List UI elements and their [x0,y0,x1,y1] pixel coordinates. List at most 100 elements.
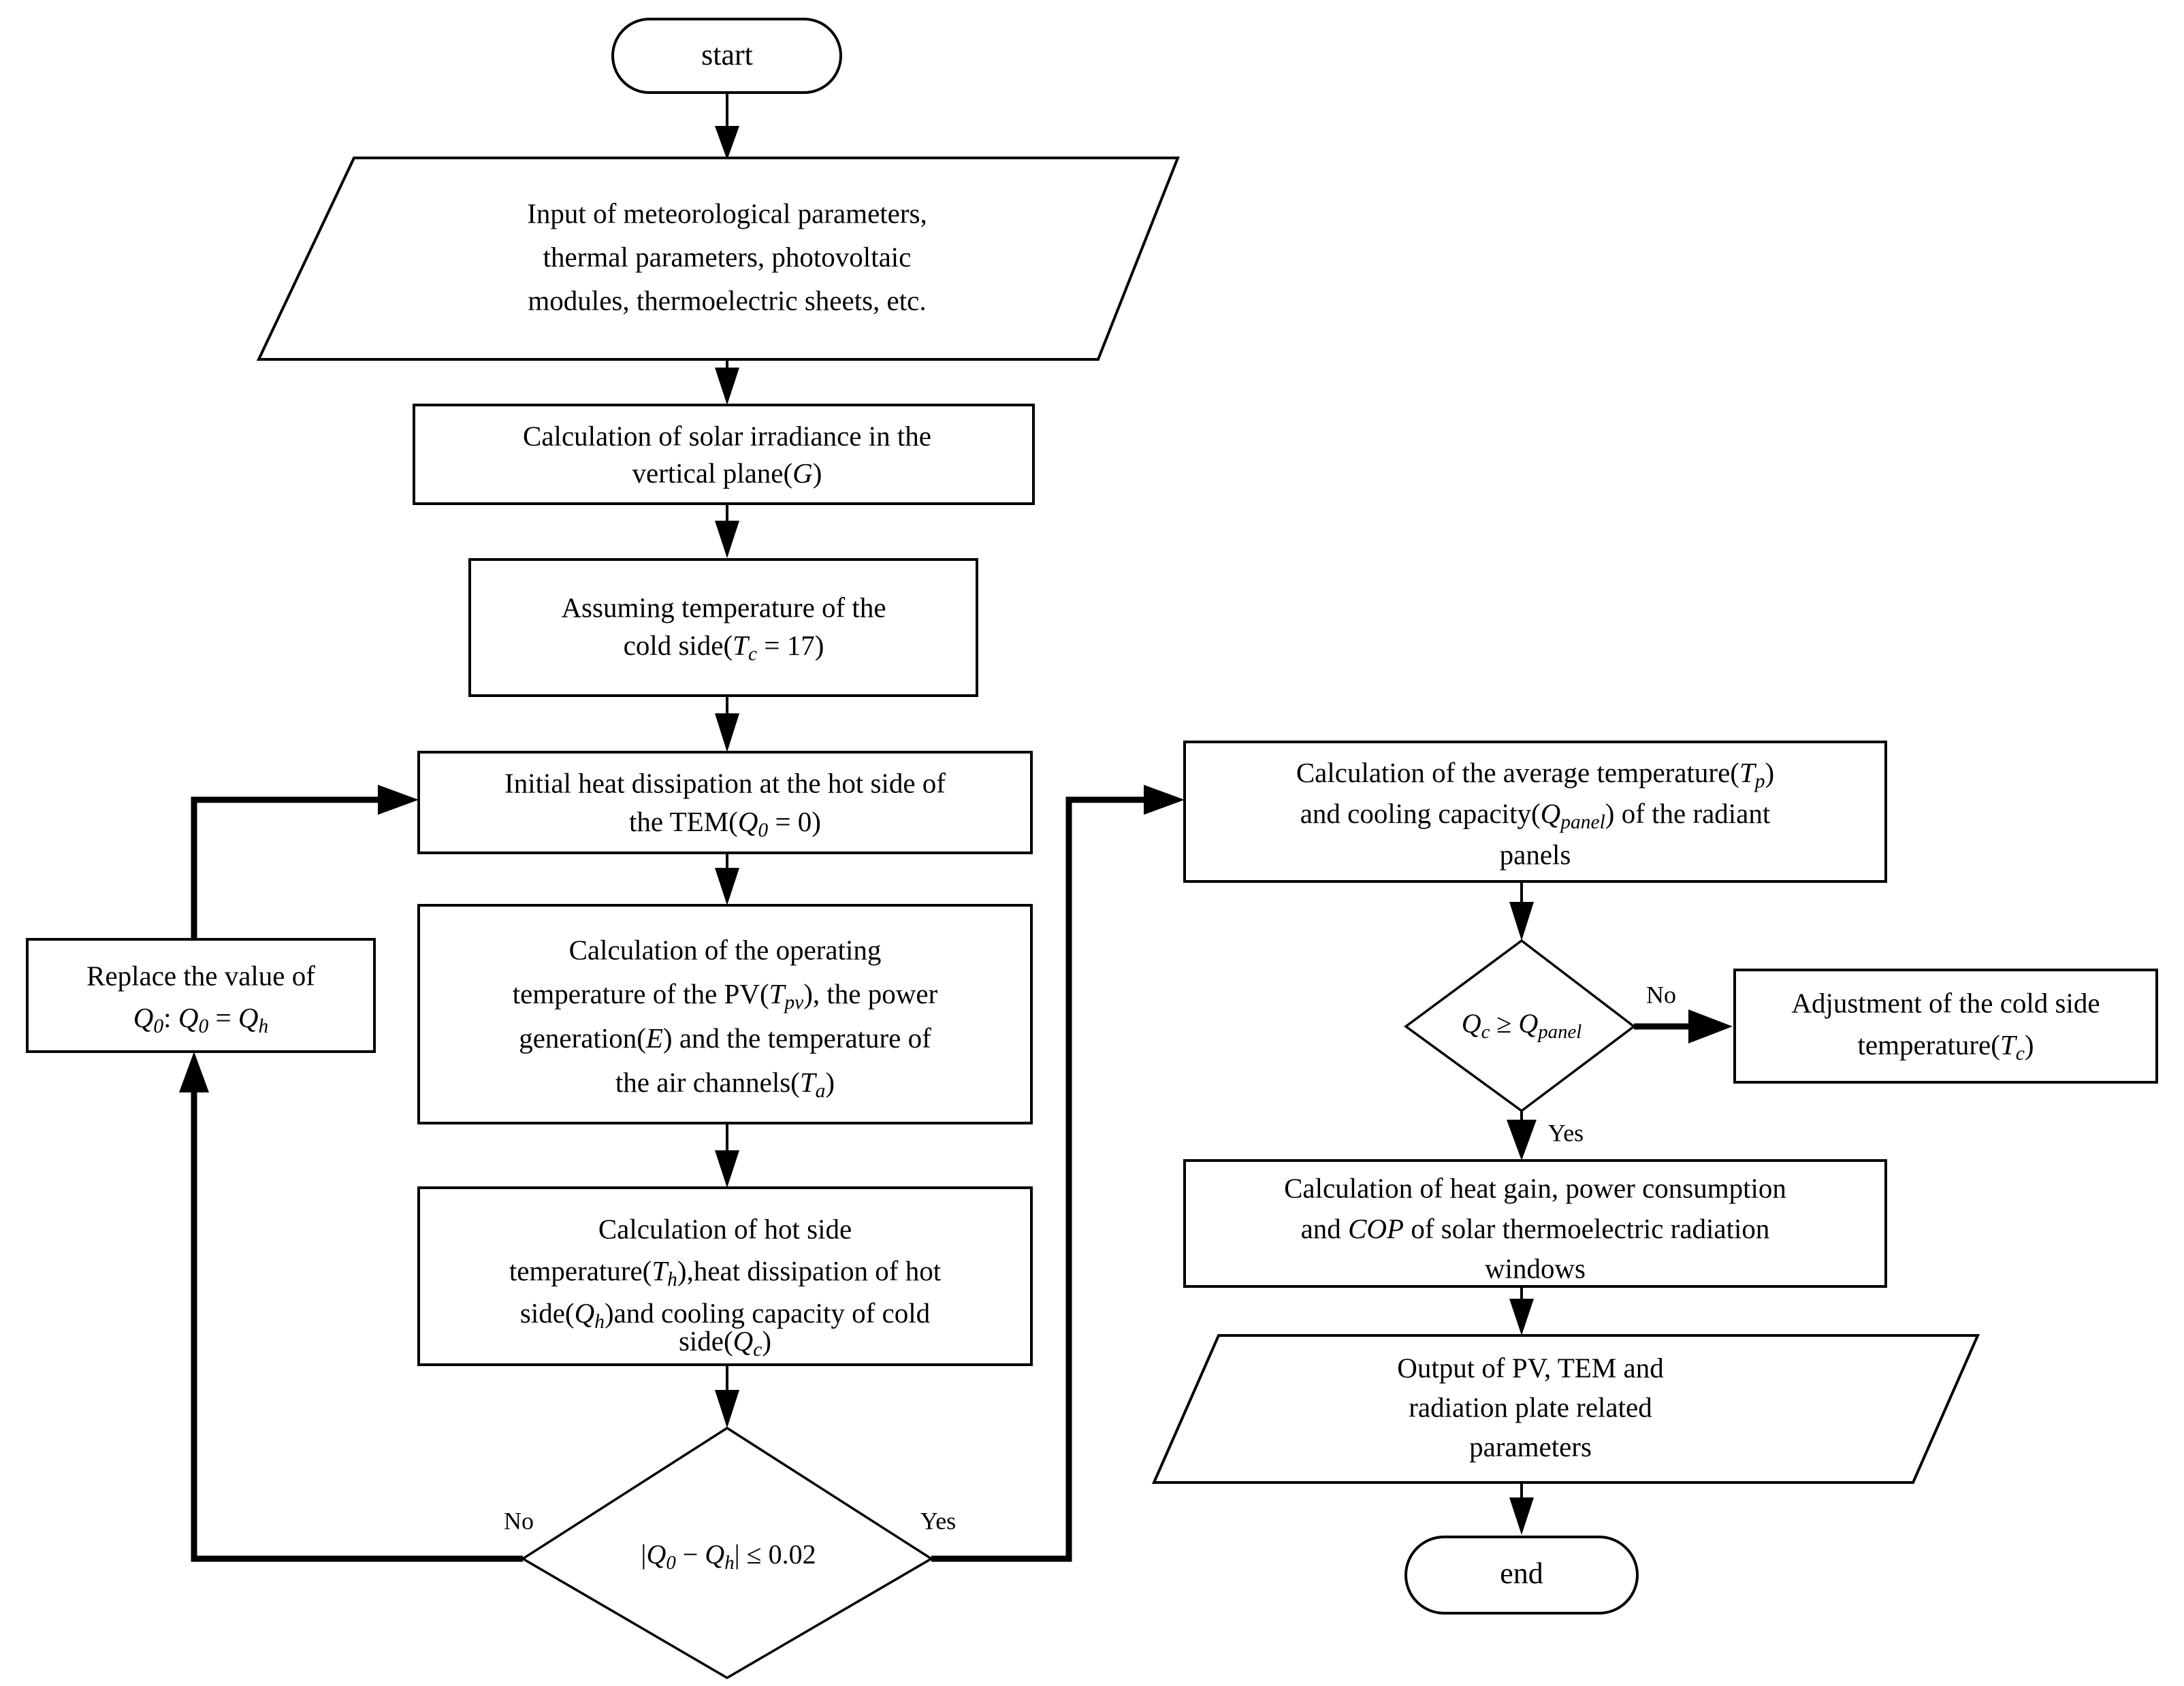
node-decision-qc[interactable]: Qc ≥ Qpanel No Yes [1404,939,1676,1146]
calc-operating-line-2: temperature of the PV(Tpv), the power [513,978,938,1013]
op-line4-var: T [800,1067,818,1098]
calc-avg-temp-shape [1183,741,1887,883]
calc-operating-shape [417,904,1033,1124]
rv-qh: Q [238,1002,259,1033]
hot-line2-b: ),heat dissipation of hot [677,1255,942,1286]
input-params-line-2: thermal parameters, photovoltaic [543,241,912,272]
decision-q-no-label: No [504,1507,534,1534]
dq-q0: Q [646,1539,666,1570]
solar-line2-var: G [792,457,813,489]
initial-line2-post: = 0) [768,806,821,837]
adjust-cold-side-line-1: Adjustment of the cold side [1791,987,2100,1018]
node-replace-value[interactable]: Replace the value of Q0: Q0 = Qh [26,938,376,1053]
assume-line2-post: = 17) [757,630,824,661]
calc-hot-side-shape [417,1186,1033,1366]
op-line2-a: temperature of the PV( [513,978,769,1009]
arrow-assume-to-initial [715,713,739,752]
dqc-qc-sub: c [1481,1021,1490,1043]
end-label: end [1500,1557,1543,1590]
replace-value-shape [26,938,376,1053]
dq-abs-open: | [641,1539,646,1570]
connectors-group [179,93,1733,1562]
edge-replace-to-initial-path [191,796,391,939]
hot-line3-var: Q [575,1297,595,1329]
calc-cop-line-1: Calculation of heat gain, power consumpt… [1284,1172,1786,1203]
rv-eq: = [208,1002,238,1033]
calc-operating-line-4: the air channels(Ta) [615,1067,835,1101]
calc-cop-line-2: and COP of solar thermoelectric radiatio… [1301,1213,1770,1244]
arrow-output-to-end [1509,1497,1534,1535]
node-calc-operating[interactable]: Calculation of the operating temperature… [417,904,1033,1124]
calc-hot-side-line-2: temperature(Th),heat dissipation of hot [509,1255,942,1290]
cop-line2-var: COP [1348,1213,1404,1244]
hot-line4-sub: c [753,1339,762,1361]
arrow-hotside-to-decision [715,1390,739,1428]
op-line3-var: E [645,1022,663,1054]
node-adjust-cold-side[interactable]: Adjustment of the cold side temperature(… [1733,969,2158,1084]
hot-line2-a: temperature( [509,1255,652,1286]
dqc-qpanel: Q [1518,1008,1538,1039]
edge-decision-no-path [191,1082,523,1562]
calc-hot-side-line-1: Calculation of hot side [598,1213,852,1244]
assume-cold-side-line-2: cold side(Tc = 17) [624,630,824,664]
dq-op: ≤ 0.02 [740,1539,816,1570]
node-initial-heat[interactable]: Initial heat dissipation at the hot side… [417,751,1033,854]
adj-line2-a: temperature( [1857,1029,2000,1060]
hot-line4-a: side( [679,1325,733,1357]
rv-colon: : [163,1002,178,1033]
assume-line2-var: T [733,630,750,661]
avg-line2-var: Q [1541,798,1561,829]
node-solar-irradiance[interactable]: Calculation of solar irradiance in the v… [413,404,1035,505]
decision-q-expression: |Q0 − Qh| ≤ 0.02 [641,1539,816,1573]
adj-line2-var: T [2000,1029,2018,1060]
node-calc-cop[interactable]: Calculation of heat gain, power consumpt… [1183,1159,1887,1288]
op-line4-sub: a [816,1080,826,1102]
avg-line2-a: and cooling capacity( [1300,798,1541,829]
start-label: start [701,38,753,71]
assume-line2-pre: cold side( [624,630,733,661]
hot-line2-sub: h [667,1269,677,1291]
calc-cop-shape [1183,1159,1887,1288]
adj-line2-b: ) [2025,1029,2034,1060]
arrow-start-to-input [715,126,739,160]
adjust-cold-side-line-2: temperature(Tc) [1857,1029,2034,1064]
op-line4-a: the air channels( [615,1067,800,1098]
cop-line2-b: of solar thermoelectric radiation [1404,1213,1769,1244]
start-shape [611,18,842,94]
rv-q0: Q [133,1002,154,1033]
node-calc-hot-side[interactable]: Calculation of hot side temperature(Th),… [417,1186,1033,1366]
dq-minus: − [676,1539,705,1570]
node-output-params[interactable]: Output of PV, TEM and radiation plate re… [1151,1334,1980,1484]
arrow-qc-yes [1507,1120,1537,1161]
initial-heat-line-1: Initial heat dissipation at the hot side… [504,767,946,798]
node-calc-avg-temp[interactable]: Calculation of the average temperature(T… [1183,741,1887,883]
output-params-line-2: radiation plate related [1409,1391,1652,1423]
avg-line1-b: ) [1765,757,1775,788]
calc-avg-temp-line-3: panels [1500,839,1571,870]
node-assume-cold-side[interactable]: Assuming temperature of the cold side(Tc… [468,558,978,697]
decision-qc-expression: Qc ≥ Qpanel [1462,1008,1582,1042]
arrow-qc-no [1688,1009,1733,1043]
solar-irradiance-line-2: vertical plane(G) [632,457,822,489]
node-input-params[interactable]: Input of meteorological parameters, ther… [256,157,1180,361]
decision-q-yes-label: Yes [920,1507,956,1534]
input-params-shape [256,157,1180,361]
node-decision-q[interactable]: |Q0 − Qh| ≤ 0.02 No Yes [504,1426,956,1680]
hot-line3-b: )and cooling capacity of cold [605,1297,930,1329]
arrow-operating-to-hotside [715,1150,739,1188]
node-end[interactable]: end [1404,1536,1639,1615]
output-params-line-3: parameters [1469,1431,1592,1462]
arrow-avgtemp-to-decisionqc [1509,902,1534,941]
solar-line2-pre: vertical plane( [632,457,793,489]
input-params-line-3: modules, thermoelectric sheets, etc. [528,285,926,316]
calc-hot-side-line-3: side(Qh)and cooling capacity of cold [520,1297,930,1332]
node-start[interactable]: start [611,18,842,94]
calc-operating-line-1: Calculation of the operating [569,934,882,965]
op-line4-b: ) [825,1067,835,1098]
op-line2-sub: pv [783,992,804,1014]
arrow-replace-to-initial [378,785,419,815]
decision-qc-yes-label: Yes [1548,1119,1584,1146]
edge-decision-yes-path [931,796,1157,1562]
solar-line2-post: ) [813,457,822,489]
